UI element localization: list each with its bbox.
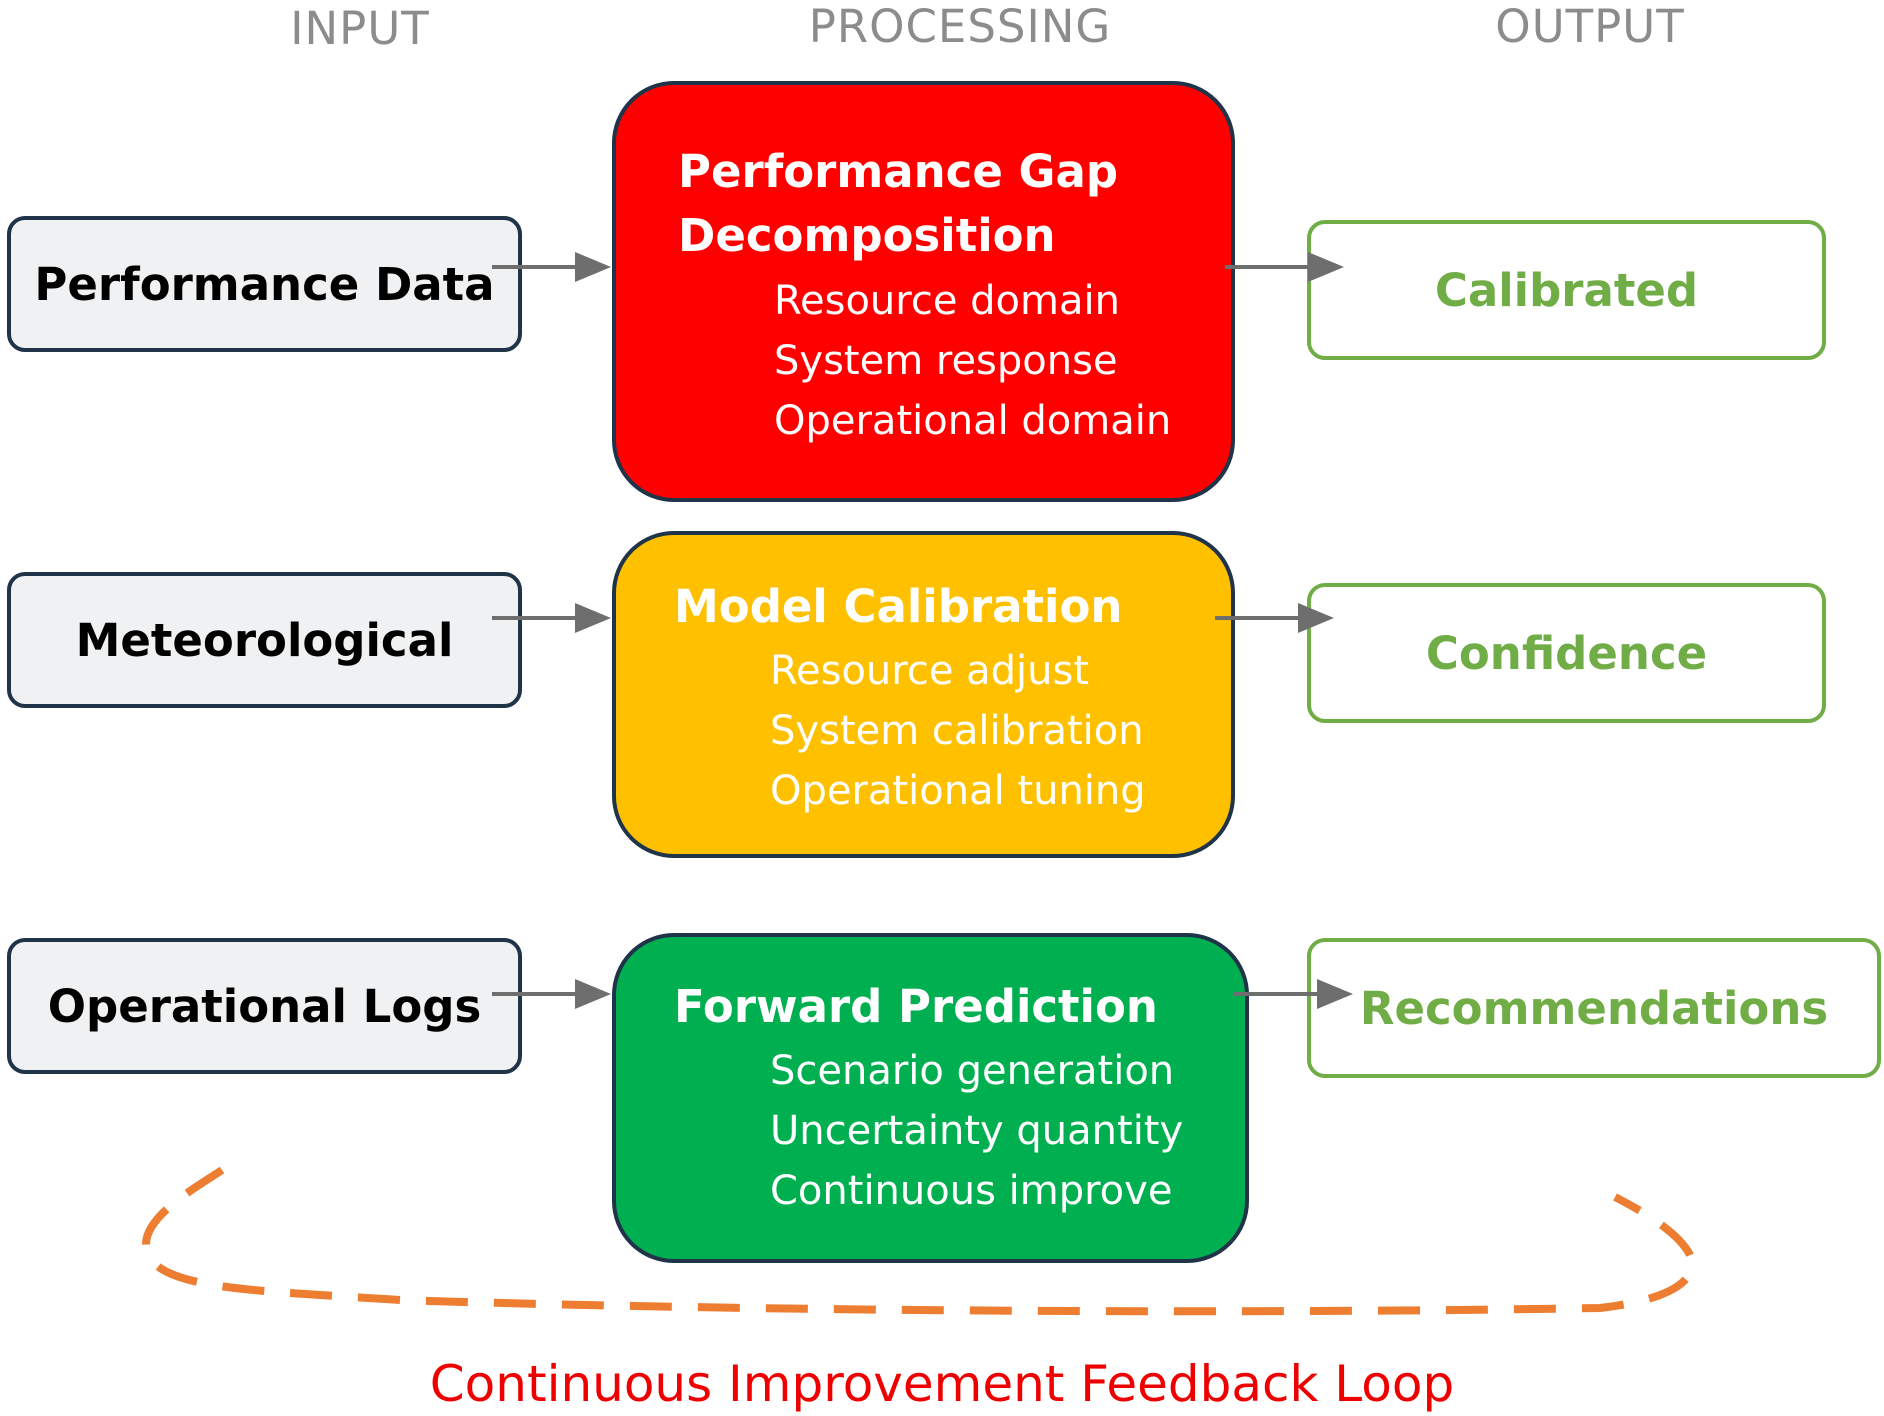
input-label: Performance Data [34, 257, 495, 311]
process-item: System calibration [770, 708, 1144, 754]
feedback-loop-label: Continuous Improvement Feedback Loop [429, 1355, 1455, 1413]
process-item: Operational domain [774, 398, 1172, 444]
output-label: Confidence [1425, 626, 1708, 680]
process-item: Uncertainty quantity [770, 1108, 1184, 1154]
output-label: Recommendations [1359, 981, 1829, 1035]
process-item: Continuous improve [770, 1168, 1173, 1214]
input-box-performance-data: Performance Data [7, 216, 522, 352]
processing-column-header: PROCESSING [808, 0, 1112, 53]
process-title-line-1: Performance Gap [678, 145, 1119, 198]
input-box-operational-logs: Operational Logs [7, 938, 522, 1074]
input-label: Operational Logs [47, 979, 482, 1033]
arrowhead [1308, 252, 1344, 282]
output-box-confidence: Confidence [1307, 583, 1826, 723]
output-column-header: OUTPUT [1495, 0, 1685, 53]
output-label: Calibrated [1434, 263, 1699, 317]
arrowhead [1298, 603, 1334, 633]
output-box-calibrated: Calibrated [1307, 220, 1826, 360]
process-item: Resource adjust [770, 648, 1090, 694]
process-item: Resource domain [774, 278, 1120, 324]
arrowhead [575, 603, 611, 633]
feedback-loop-dashed-curve [141, 1166, 1696, 1316]
process-item: Operational tuning [770, 768, 1146, 814]
input-column-header: INPUT [290, 2, 430, 55]
process-title-line-1: Forward Prediction [674, 980, 1158, 1033]
input-box-meteorological: Meteorological [7, 572, 522, 708]
process-item: System response [774, 338, 1118, 384]
process-box-performance-gap-decomposition: Performance Gap Decomposition Resource d… [612, 81, 1235, 502]
process-box-model-calibration: Model Calibration Resource adjust System… [612, 531, 1235, 858]
process-item: Scenario generation [770, 1048, 1175, 1094]
process-title-line-1: Model Calibration [674, 580, 1123, 633]
arrowhead [1317, 979, 1353, 1009]
output-box-recommendations: Recommendations [1307, 938, 1881, 1078]
process-item-list: Resource domain System response Operatio… [774, 271, 1171, 451]
input-label: Meteorological [75, 613, 454, 667]
arrowhead [575, 979, 611, 1009]
process-title-line-2: Decomposition [678, 209, 1056, 262]
arrowhead [575, 252, 611, 282]
process-item-list: Scenario generation Uncertainty quantity… [770, 1041, 1183, 1221]
process-item-list: Resource adjust System calibration Opera… [770, 641, 1146, 821]
process-box-forward-prediction: Forward Prediction Scenario generation U… [612, 933, 1249, 1263]
